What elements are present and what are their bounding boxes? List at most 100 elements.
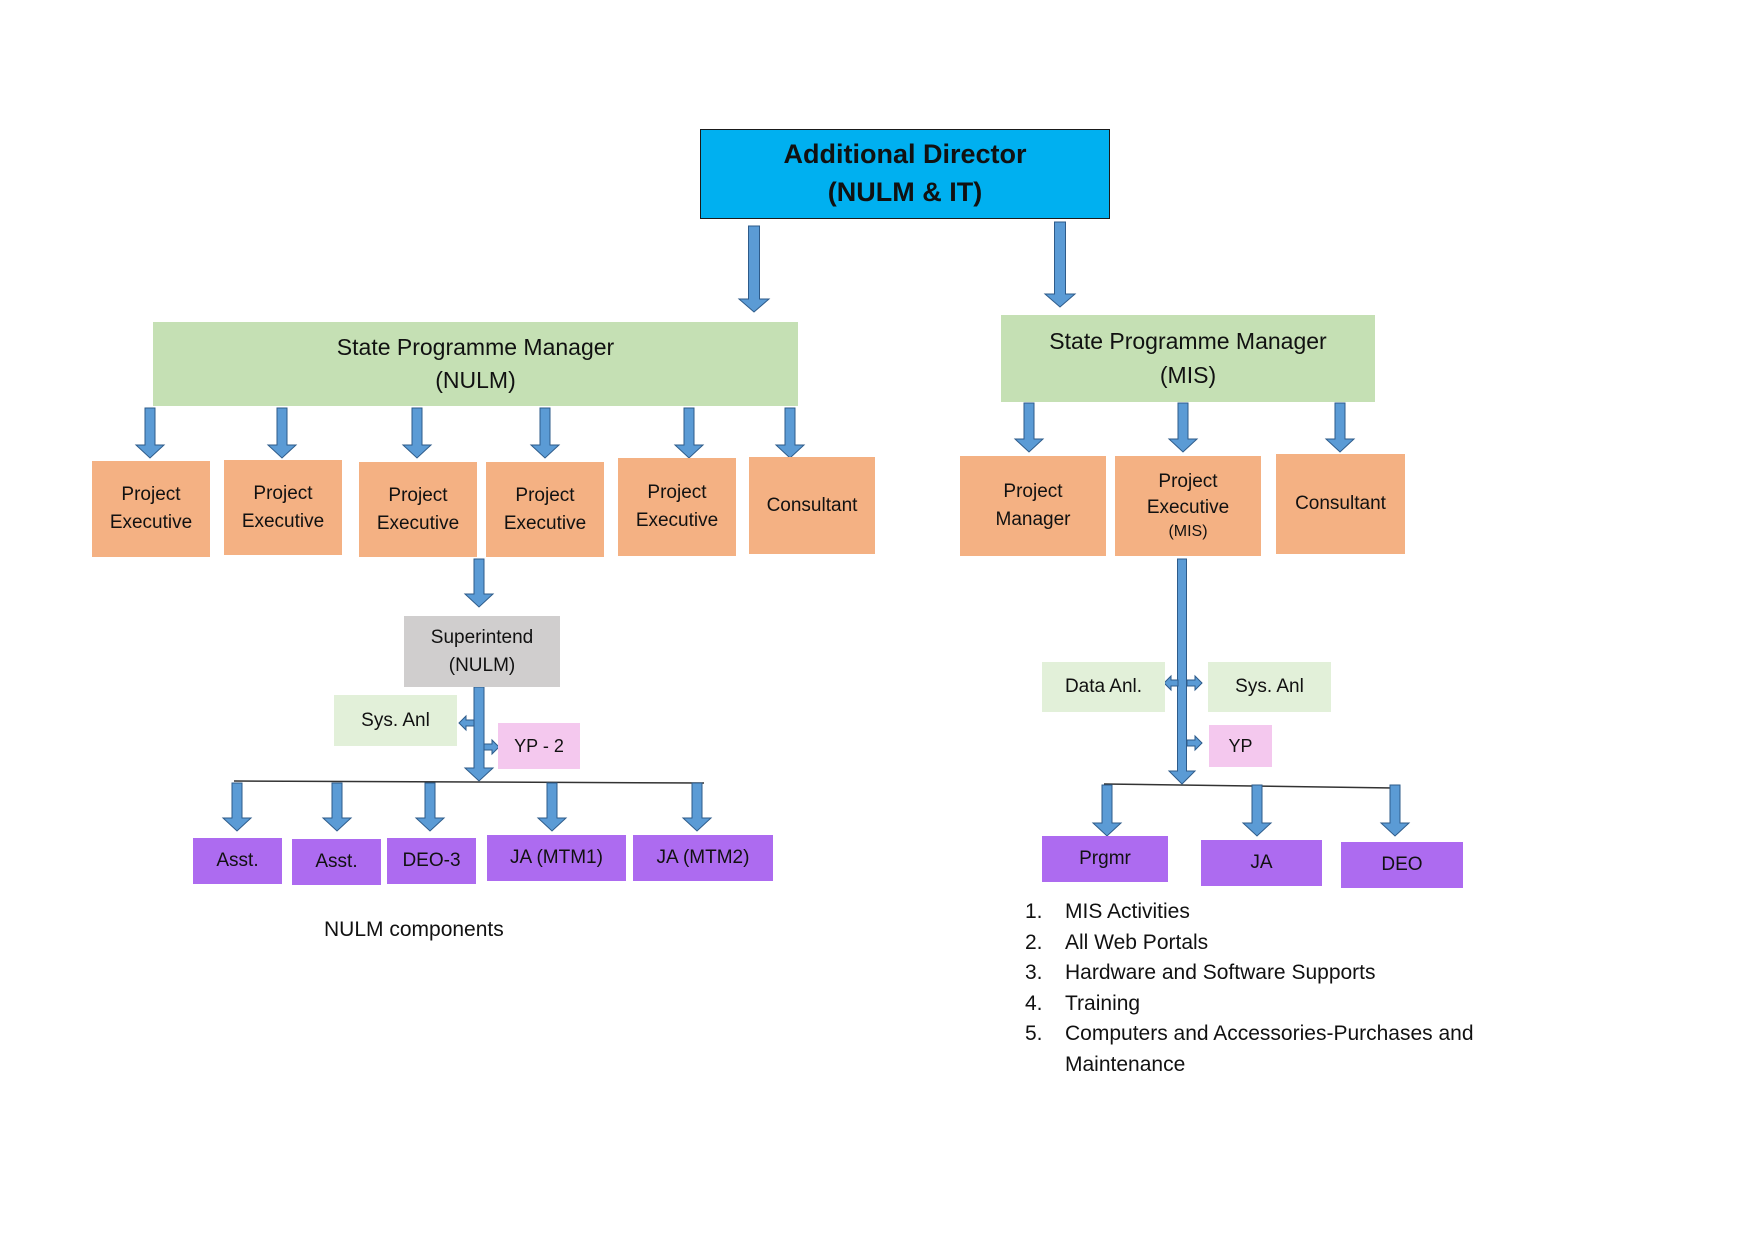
activity-text: Training [1065, 991, 1141, 1015]
mis-bottom-label: DEO [1381, 854, 1423, 876]
activity-text: All Web Portals [1065, 930, 1209, 954]
activity-item: 1.MIS Activities [1025, 897, 1505, 928]
mis-consultant-box: Consultant [1276, 454, 1405, 554]
mis-bottom-label: JA [1250, 852, 1273, 874]
down-arrow [463, 558, 495, 608]
side-arrow [1186, 674, 1203, 692]
nulm-sys-anl-box: Sys. Anl [334, 695, 457, 746]
down-arrow [1091, 784, 1123, 837]
spm-mis-subtitle: (MIS) [1159, 361, 1217, 388]
additional-director-title: Additional Director [783, 139, 1027, 170]
superintend-box: Superintend (NULM) [404, 616, 560, 687]
activity-text: Hardware and Software Supports [1065, 961, 1376, 984]
nulm-staff-label: Executive [109, 512, 193, 533]
nulm-bottom-label: Asst. [315, 851, 358, 873]
activity-item: 4. Training [1025, 989, 1505, 1020]
down-arrow [529, 407, 561, 459]
nulm-yp-label: YP - 2 [514, 735, 564, 756]
nulm-yp-box: YP - 2 [498, 723, 580, 769]
down-arrow [737, 225, 771, 313]
mis-data-anl-box: Data Anl. [1042, 662, 1165, 712]
nulm-staff-label: Executive [376, 512, 460, 534]
nulm-bottom-label: Asst. [216, 850, 259, 872]
mis-consultant-label: Consultant [1295, 493, 1386, 515]
mis-bottom-box: DEO [1341, 842, 1463, 888]
additional-director-subtitle: (NULM & IT) [827, 177, 983, 207]
nulm-bottom-box: JA (MTM2) [633, 835, 773, 881]
nulm-staff-box: Project Executive [618, 458, 736, 556]
nulm-staff-label: Executive [503, 512, 587, 534]
down-arrow [463, 686, 495, 782]
nulm-bottom-box: JA (MTM1) [487, 835, 626, 881]
mis-staff-label: Manager [995, 509, 1071, 530]
connector-line [233, 780, 705, 784]
nulm-staff-label: Executive [635, 510, 719, 531]
down-arrow [1379, 784, 1411, 837]
down-arrow [673, 407, 705, 459]
superintend-title: Superintend [430, 626, 534, 648]
nulm-staff-box: Project Executive [359, 462, 477, 557]
spm-nulm-subtitle: (NULM) [435, 367, 516, 393]
down-arrow [774, 407, 806, 459]
activity-text: Computers and Accessories-Purchases and … [1065, 1022, 1474, 1076]
nulm-consultant-label: Consultant [766, 494, 858, 516]
side-arrow [1163, 674, 1179, 692]
mis-bottom-label: Prgmr [1079, 848, 1131, 870]
nulm-bottom-label: DEO-3 [402, 850, 461, 872]
nulm-staff-label: Project [515, 484, 575, 506]
side-arrow [458, 714, 475, 732]
activity-number: 5. [1025, 1022, 1043, 1045]
down-arrow [321, 782, 353, 832]
mis-data-anl-label: Data Anl. [1064, 676, 1143, 698]
activity-number: 1. [1025, 900, 1043, 923]
down-arrow [681, 782, 713, 832]
additional-director-box: Additional Director (NULM & IT) [700, 129, 1110, 219]
nulm-consultant-box: Consultant [749, 457, 875, 554]
nulm-staff-label: Executive [241, 510, 325, 532]
down-arrow [1043, 221, 1077, 308]
down-arrow [401, 407, 433, 459]
down-arrow [266, 407, 298, 459]
down-arrow [1013, 402, 1045, 453]
spm-mis-title: State Programme Manager [1049, 328, 1327, 355]
activity-item: 2.All Web Portals [1025, 928, 1505, 959]
activity-item: 3. Hardware and Software Supports [1025, 958, 1505, 989]
mis-bottom-box: JA [1201, 840, 1322, 886]
nulm-bottom-box: Asst. [292, 839, 381, 885]
down-arrow [134, 407, 166, 459]
mis-staff-label: Project [1003, 481, 1063, 503]
spm-nulm-title: State Programme Manager [336, 333, 615, 360]
mis-sys-anl-label: Sys. Anl [1235, 676, 1304, 698]
activity-number: 3. [1025, 961, 1043, 984]
spm-nulm-box: State Programme Manager (NULM) [153, 322, 798, 406]
nulm-staff-label: Project [647, 482, 707, 504]
mis-activities-list: 1.MIS Activities 2.All Web Portals 3. Har… [1025, 897, 1505, 1080]
mis-yp-label: YP [1228, 735, 1253, 756]
nulm-bottom-label: JA (MTM2) [656, 847, 750, 869]
nulm-bottom-label: JA (MTM1) [510, 847, 603, 869]
down-arrow [1324, 402, 1356, 453]
nulm-staff-label: Project [121, 484, 181, 506]
activity-number: 4. [1025, 991, 1043, 1015]
nulm-staff-box: Project Executive [486, 462, 604, 557]
connector-line [1103, 783, 1395, 789]
superintend-subtitle: (NULM) [448, 654, 516, 676]
down-arrow [414, 782, 446, 832]
mis-bottom-box: Prgmr [1042, 836, 1168, 882]
activity-item: 5. Computers and Accessories-Purchases an… [1025, 1019, 1505, 1080]
mis-staff-box: Project Manager [960, 456, 1106, 556]
nulm-sys-anl-label: Sys. Anl [361, 709, 430, 731]
mis-staff-label: Executive [1146, 496, 1230, 518]
down-arrow [1241, 784, 1273, 837]
mis-staff-label: Project [1158, 470, 1218, 492]
nulm-bottom-box: Asst. [193, 838, 282, 884]
side-arrow [1186, 734, 1203, 752]
side-arrow [483, 738, 500, 756]
mis-sys-anl-box: Sys. Anl [1208, 662, 1331, 712]
down-arrow [536, 782, 568, 832]
down-arrow [1167, 402, 1199, 453]
down-arrow [1167, 558, 1197, 785]
nulm-staff-label: Project [388, 484, 448, 506]
mis-staff-box: Project Executive (MIS) [1115, 456, 1261, 556]
